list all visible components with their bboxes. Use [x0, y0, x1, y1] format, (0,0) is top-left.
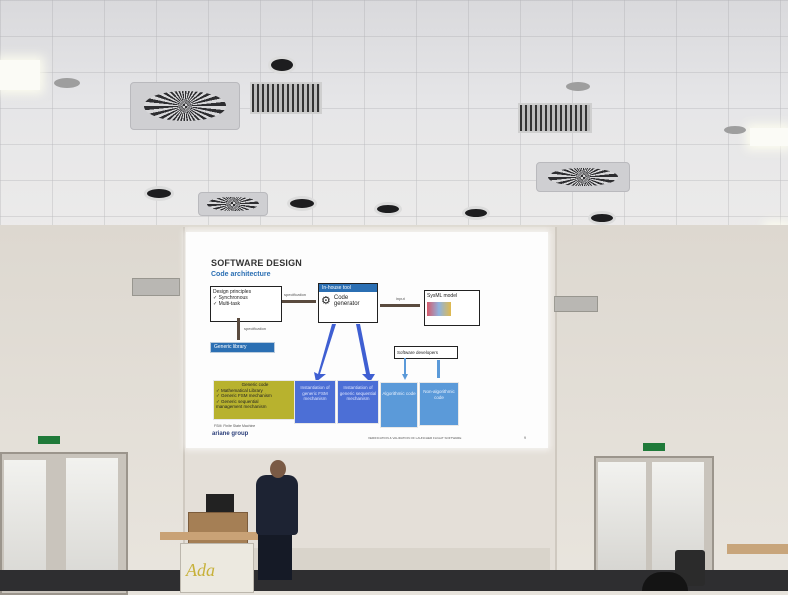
ceiling-spotlight [144, 186, 174, 201]
non-algorithmic-code-box: Non-algorithmic code [419, 382, 459, 426]
audience-head [642, 572, 688, 591]
specification-label: specification [284, 292, 307, 297]
ceiling-spotlight [54, 78, 80, 88]
specification-label: specification [244, 326, 267, 331]
generic-code-item: ✓ Generic sequential [216, 398, 259, 404]
code-generator-box: In-house tool ⚙ Code generator [318, 283, 378, 323]
ceiling-vent [130, 82, 240, 130]
ceiling-spotlight [287, 196, 317, 211]
speaker-legs [258, 532, 292, 580]
ceiling-light [0, 60, 40, 90]
generic-code-item: ✓ Generic FSM mechanism [216, 393, 272, 398]
wall-speaker [554, 296, 598, 312]
ceiling-spotlight [588, 211, 616, 225]
code-generator-icon: ⚙ [321, 295, 331, 307]
speaker-head [270, 460, 286, 478]
speaker-person [256, 475, 298, 535]
laptop [206, 494, 234, 512]
input-label: input [396, 296, 405, 301]
ceiling-grille [518, 103, 592, 133]
conference-banner [180, 543, 254, 593]
code-generator-label: Code generator [333, 295, 360, 307]
ceiling-spotlight [374, 202, 402, 216]
arrow [237, 318, 240, 340]
generic-code-label: Generic code [241, 382, 269, 387]
fsm-instantiation-box: Instantiation of generic FSM mechanism [294, 380, 336, 424]
sysml-model-label: SysML model [427, 293, 458, 299]
wall-speaker [132, 278, 180, 296]
door-glass [66, 458, 118, 591]
principle-item: ✓ Multi-task [213, 301, 240, 307]
ceiling-spotlight [268, 56, 296, 74]
slide-title: SOFTWARE DESIGN [211, 258, 303, 268]
principle-item: ✓ Synchronous [213, 295, 248, 301]
ceiling-grille [250, 82, 322, 114]
banner-logo-text: Ada [186, 560, 215, 580]
ceiling-light [750, 128, 788, 146]
slide-page-number: 9 [524, 436, 526, 440]
ceiling-vent [536, 162, 630, 192]
ceiling-spotlight [462, 206, 490, 220]
ceiling-vent [198, 192, 268, 216]
lectern-table [160, 532, 276, 540]
exit-sign [38, 436, 60, 444]
exit-sign [643, 443, 665, 451]
door-glass [598, 462, 646, 571]
inhouse-tool-header: In-house tool [319, 284, 377, 292]
ceiling-tile-grid [0, 0, 788, 235]
door-glass [4, 460, 46, 591]
side-table [727, 544, 788, 554]
arrow [380, 304, 420, 307]
arrow [437, 360, 440, 378]
design-principles-label: Design principles [213, 289, 252, 295]
sysml-model-box: SysML model [424, 290, 480, 326]
design-principles-box: Design principles ✓ Synchronous ✓ Multi-… [210, 286, 282, 322]
slide-footer: VERIFICATION & VALIDATION OF LAUNCHER FL… [368, 436, 462, 440]
sysml-diagram-icon [427, 302, 451, 316]
sequential-instantiation-box: Instantiation of generic sequential mech… [337, 380, 379, 424]
algorithmic-code-box: Algorithmic code [380, 382, 418, 428]
arrow [282, 300, 316, 303]
generic-code-box: Generic code ✓ Mathematical Library ✓ Ge… [213, 380, 297, 420]
ceiling-spotlight [724, 126, 746, 134]
slide-footnote: FSM: Finite State Machine [214, 424, 256, 428]
arianegroup-logo: ariane group [212, 431, 249, 437]
ceiling-spotlight [566, 82, 590, 91]
generic-library-box: Generic library [210, 342, 275, 353]
software-developers-box: Software developers [394, 346, 458, 359]
generic-code-item: management mechanism [216, 404, 267, 409]
slide-subtitle: Code architecture [211, 271, 271, 278]
generic-code-item: ✓ Mathematical Library [216, 387, 263, 393]
generation-arrows [314, 324, 408, 382]
